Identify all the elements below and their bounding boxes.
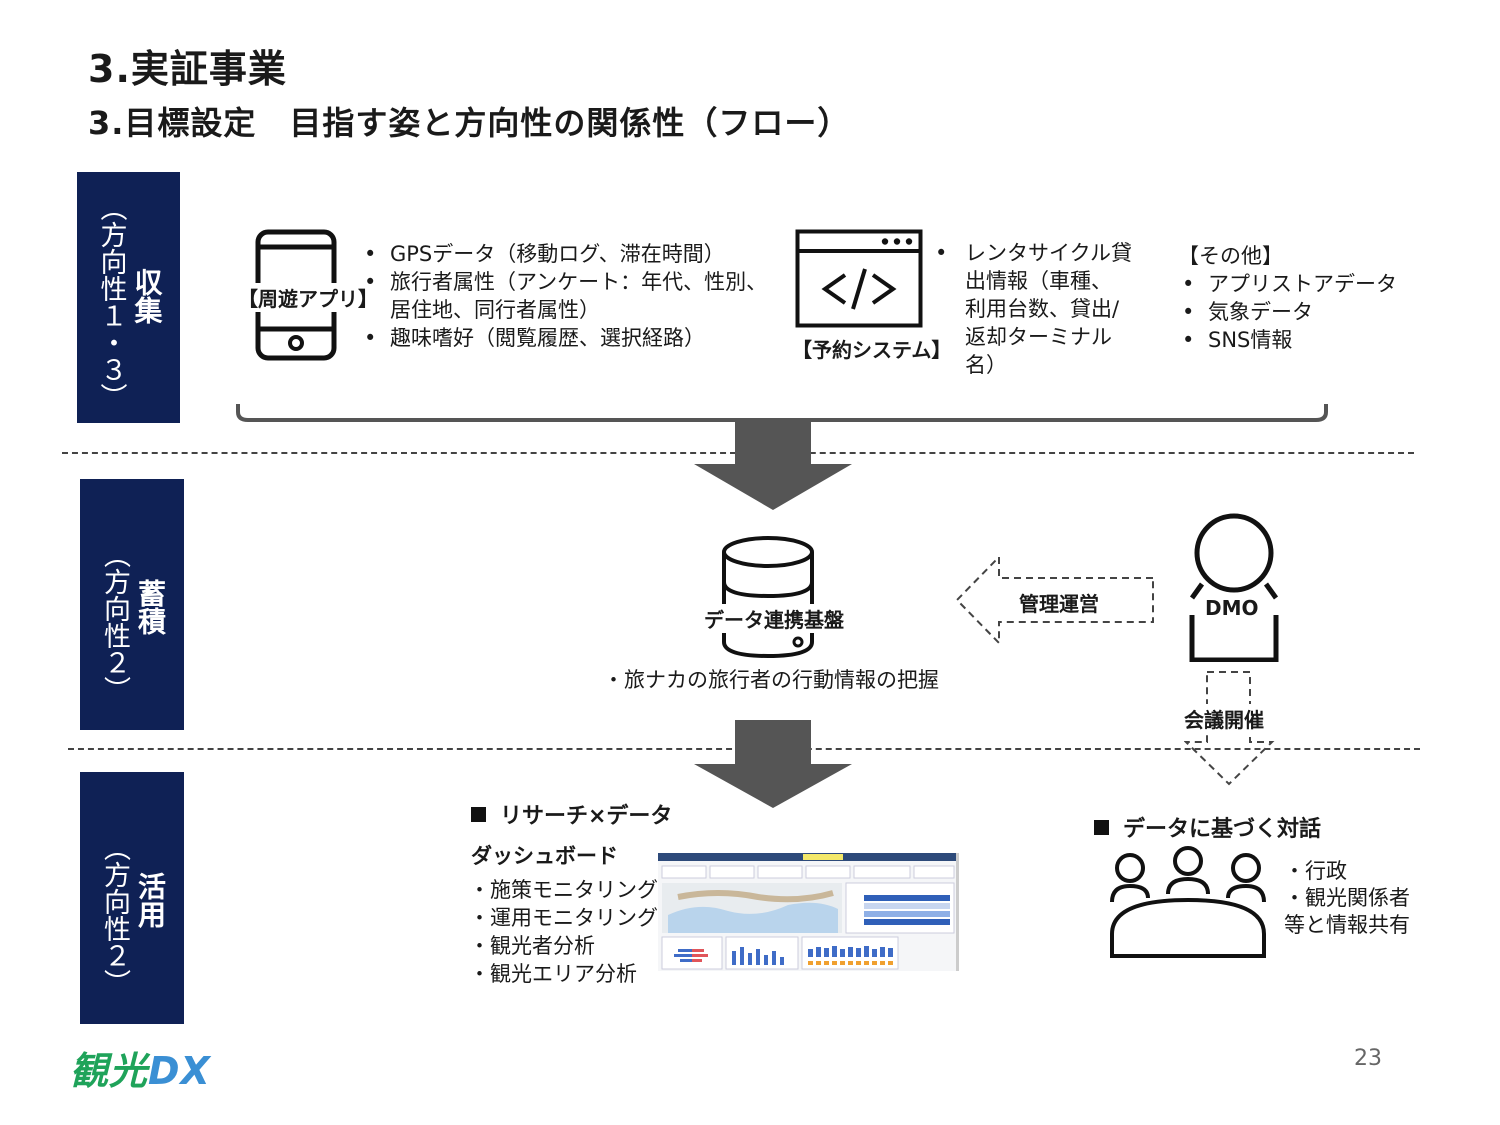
list-item: ・運用モニタリング [469, 906, 658, 930]
dialogue-title: データに基づく対話 [1094, 811, 1321, 843]
category-label: 蓄積 [134, 579, 167, 635]
management-label: 管理運営 [1019, 592, 1099, 616]
dialogue-list: ・行政 ・観光関係者 等と情報共有 [1284, 858, 1410, 939]
list-item: GPSデータ（移動ログ、滞在時間） [360, 240, 780, 268]
list-line: 出情報（車種、 [965, 269, 1112, 293]
list-item: ・行政 [1284, 859, 1347, 883]
list-item: アプリストアデータ [1178, 270, 1408, 298]
bracket-line [236, 404, 1328, 422]
dmo-label: DMO [1205, 596, 1259, 620]
dashboard-title: ダッシュボード [471, 844, 618, 868]
list-line: 名） [965, 353, 1007, 377]
category-accumulate: （方向性２） 蓄積 [80, 479, 184, 730]
reservation-system-label: 【予約システム】 [792, 338, 952, 362]
direction-label: （方向性２） [99, 834, 130, 996]
meeting-label: 会議開催 [1184, 704, 1264, 733]
list-item: 趣味嗜好（閲覧履歴、選択経路） [360, 324, 780, 352]
other-data-block: 【その他】 アプリストアデータ 気象データ SNS情報 [1178, 242, 1408, 354]
app-label: 【周遊アプリ】 [236, 283, 380, 312]
category-label: 収集 [130, 268, 164, 324]
platform-caption: ・旅ナカの旅行者の行動情報の把握 [603, 668, 939, 692]
research-title: リサーチ×データ [471, 798, 672, 830]
brand-logo: 観光DX [70, 1049, 211, 1093]
list-item: ・観光者分析 [469, 934, 595, 958]
square-bullet-icon [471, 807, 486, 822]
down-arrow-icon [694, 422, 852, 510]
person-icon [1189, 513, 1279, 662]
list-item: ・観光エリア分析 [469, 962, 637, 986]
direction-label: （方向性２） [99, 541, 130, 703]
category-utilize: （方向性２） 活用 [80, 772, 184, 1024]
app-data-list: GPSデータ（移動ログ、滞在時間） 旅行者属性（アンケート：年代、性別、居住地、… [360, 240, 780, 352]
list-item: 等と情報共有 [1284, 913, 1410, 937]
list-item: 気象データ [1178, 298, 1408, 326]
code-window-icon [795, 229, 923, 328]
management-arrow [955, 555, 1154, 646]
page-title: 3.実証事業 [88, 47, 287, 91]
reservation-data-list: • レンタサイクル貸 出情報（車種、 利用台数、貸出/ 返却ターミナル 名） [935, 239, 1155, 379]
list-item: SNS情報 [1178, 326, 1408, 354]
category-collect: （方向性１・３） 収集 [77, 172, 180, 423]
page-number: 23 [1354, 1046, 1382, 1071]
other-title: 【その他】 [1178, 244, 1283, 268]
list-item: ・観光関係者 [1284, 886, 1410, 910]
meeting-arrow [1184, 671, 1275, 786]
database-icon [722, 536, 814, 659]
category-label: 活用 [134, 872, 167, 928]
dashboard-screenshot [658, 853, 959, 971]
direction-label: （方向性１・３） [95, 194, 127, 410]
list-line: 返却ターミナル [965, 325, 1112, 349]
down-arrow-icon [694, 720, 852, 808]
dashboard-list: ・施策モニタリング ・運用モニタリング ・観光者分析 ・観光エリア分析 [469, 876, 658, 988]
list-item: 旅行者属性（アンケート：年代、性別、居住地、同行者属性） [360, 268, 780, 324]
page-subtitle: 3.目標設定 目指す姿と方向性の関係性（フロー） [88, 104, 851, 142]
meeting-table-icon [1110, 846, 1266, 958]
list-line: 利用台数、貸出/ [965, 297, 1120, 321]
square-bullet-icon [1094, 820, 1109, 835]
list-item: ・施策モニタリング [469, 878, 658, 902]
list-line: レンタサイクル貸 [965, 241, 1132, 265]
platform-label: データ連携基盤 [700, 604, 848, 633]
